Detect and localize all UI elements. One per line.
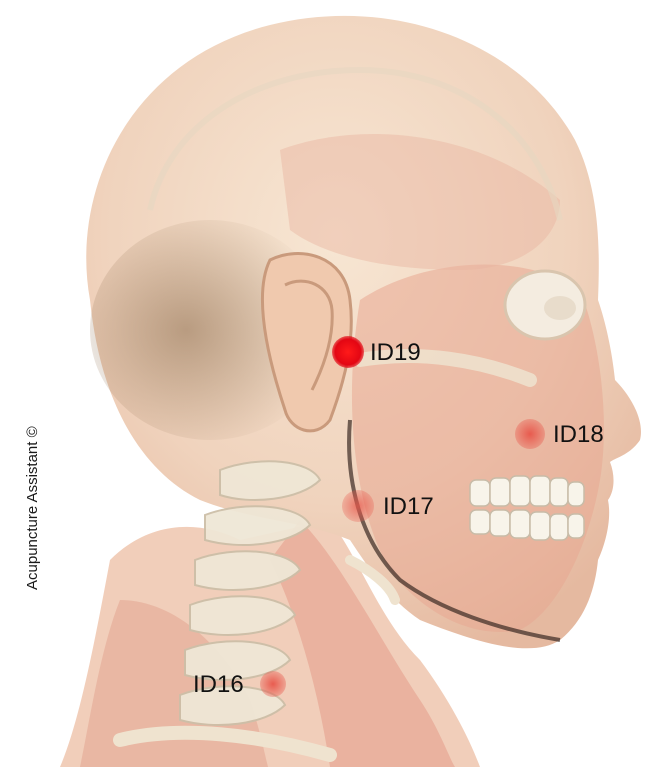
copyright-credit: Acupuncture Assistant © (24, 426, 41, 590)
point-id17-label: ID17 (383, 495, 434, 519)
point-id18-dot (515, 419, 545, 449)
point-id16-label: ID16 (193, 673, 244, 697)
point-id19-dot (332, 336, 364, 368)
point-id16-dot (260, 671, 286, 697)
point-id19-label: ID19 (370, 341, 421, 365)
point-id17-dot (342, 490, 374, 522)
eye (544, 296, 576, 320)
point-id18-label: ID18 (553, 423, 604, 447)
